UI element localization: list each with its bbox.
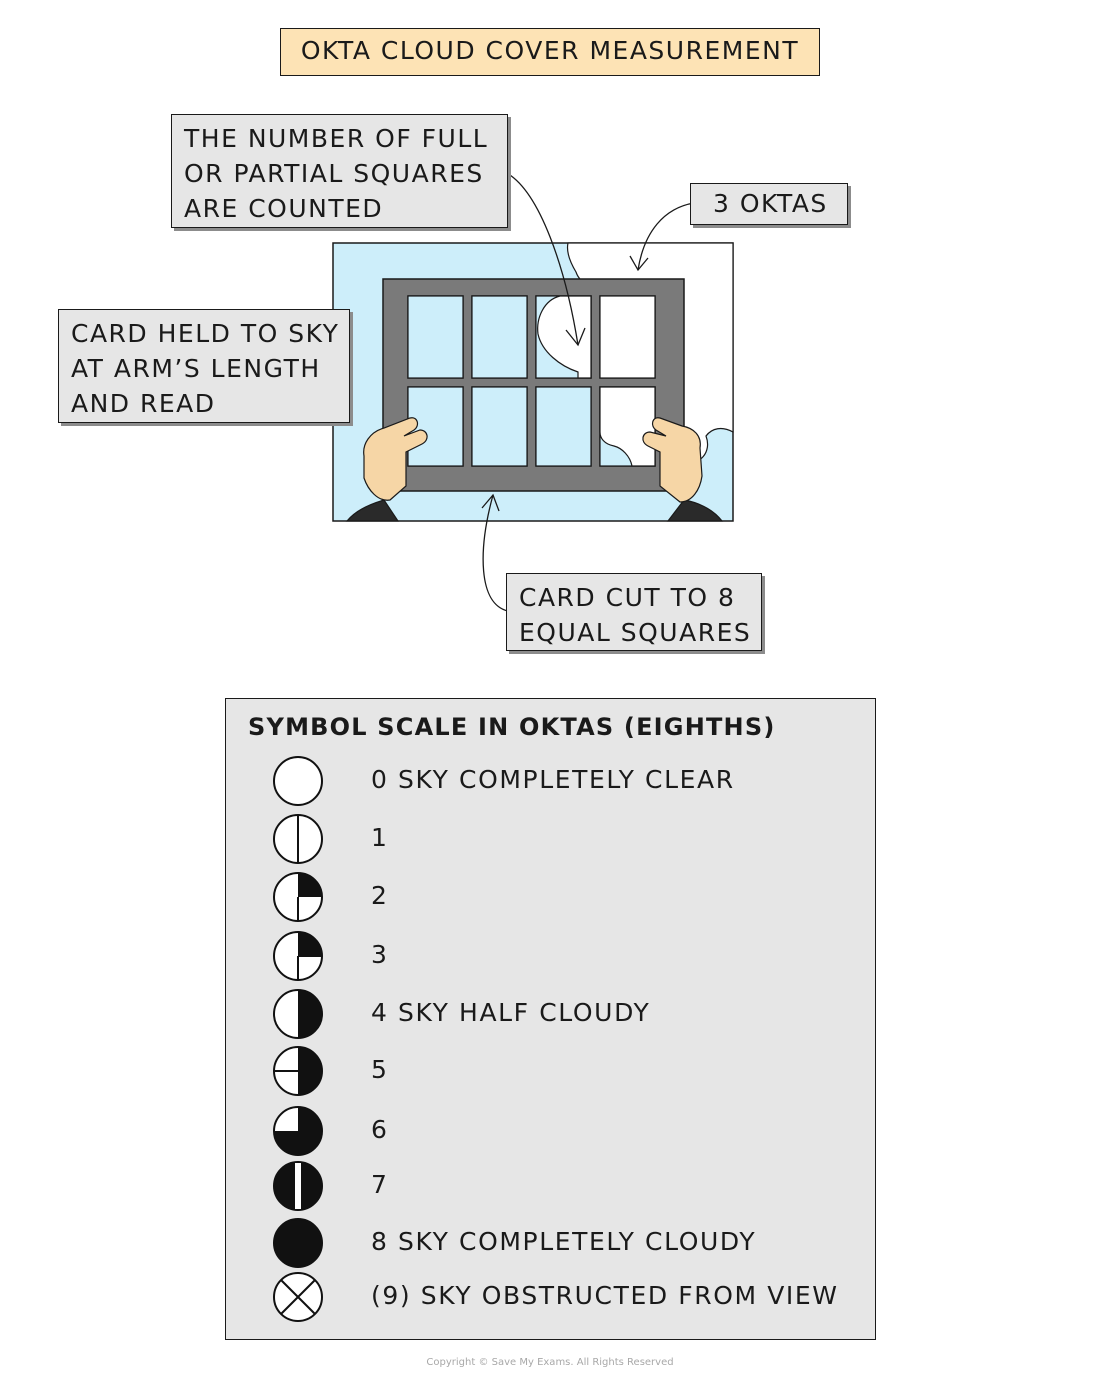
label-card-held: CARD HELD TO SKY AT ARM’S LENGTH AND REA… (58, 309, 350, 423)
legend-text-0: 0 SKY COMPLETELY CLEAR (371, 765, 735, 794)
legend-text-5: 5 (371, 1055, 389, 1084)
okta-symbol-legend: SYMBOL SCALE IN OKTAS (EIGHTHS) 0 SKY CO… (225, 698, 876, 1340)
legend-text-6: 6 (371, 1115, 389, 1144)
okta-0-clear-icon (273, 756, 323, 806)
okta-7-icon (273, 1161, 323, 1211)
legend-text-9: (9) SKY OBSTRUCTED FROM VIEW (371, 1281, 839, 1310)
label-squares-counted-line-3: ARE COUNTED (184, 194, 384, 223)
legend-title: SYMBOL SCALE IN OKTAS (EIGHTHS) (248, 713, 776, 741)
label-card-cut-line-1: CARD CUT TO 8 (519, 583, 736, 612)
card-square-6 (471, 386, 528, 467)
card-square-3-cloud (537, 295, 592, 379)
label-card-cut: CARD CUT TO 8 EQUAL SQUARES (506, 573, 762, 651)
okta-2-icon (273, 872, 323, 922)
legend-text-7: 7 (371, 1170, 389, 1199)
legend-row-6: 6 (226, 1105, 875, 1156)
card-square-1 (407, 295, 464, 379)
okta-4-half-icon (273, 989, 323, 1039)
legend-text-8: 8 SKY COMPLETELY CLOUDY (371, 1227, 757, 1256)
label-squares-counted-line-1: THE NUMBER OF FULL (184, 124, 489, 153)
okta-5-icon (273, 1046, 323, 1096)
card-square-7 (535, 386, 592, 467)
card-square-2 (471, 295, 528, 379)
copyright-notice: Copyright © Save My Exams. All Rights Re… (426, 1357, 674, 1368)
card-square-8-cloud (599, 386, 656, 467)
label-card-held-line-1: CARD HELD TO SKY (71, 319, 340, 348)
okta-6-icon (273, 1106, 323, 1156)
legend-row-3: 3 (226, 930, 875, 981)
legend-text-4: 4 SKY HALF CLOUDY (371, 998, 651, 1027)
label-three-oktas-text: 3 OKTAS (713, 189, 828, 218)
legend-row-1: 1 (226, 813, 875, 864)
label-card-cut-line-2: EQUAL SQUARES (519, 618, 752, 647)
okta-3-icon (273, 931, 323, 981)
legend-text-2: 2 (371, 881, 389, 910)
legend-row-5: 5 (226, 1045, 875, 1096)
label-three-oktas: 3 OKTAS (690, 183, 848, 225)
legend-row-8: 8 SKY COMPLETELY CLOUDY (226, 1217, 875, 1268)
card-square-4 (599, 295, 656, 379)
okta-card-illustration (332, 166, 734, 615)
legend-row-7: 7 (226, 1160, 875, 1211)
left-hand (363, 417, 428, 501)
legend-row-4: 4 SKY HALF CLOUDY (226, 988, 875, 1039)
okta-1-icon (273, 814, 323, 864)
legend-row-0: 0 SKY COMPLETELY CLEAR (226, 755, 875, 806)
legend-text-1: 1 (371, 823, 389, 852)
label-squares-counted-line-2: OR PARTIAL SQUARES (184, 159, 484, 188)
label-card-held-line-3: AND READ (71, 389, 216, 418)
legend-row-2: 2 (226, 871, 875, 922)
label-card-held-line-2: AT ARM’S LENGTH (71, 354, 321, 383)
okta-9-obstructed-icon (273, 1272, 323, 1322)
okta-8-overcast-icon (273, 1218, 323, 1268)
diagram-title: OKTA CLOUD COVER MEASUREMENT (280, 28, 820, 76)
legend-row-9: (9) SKY OBSTRUCTED FROM VIEW (226, 1271, 875, 1322)
label-squares-counted: THE NUMBER OF FULL OR PARTIAL SQUARES AR… (171, 114, 508, 228)
right-hand (642, 417, 703, 503)
legend-text-3: 3 (371, 940, 389, 969)
